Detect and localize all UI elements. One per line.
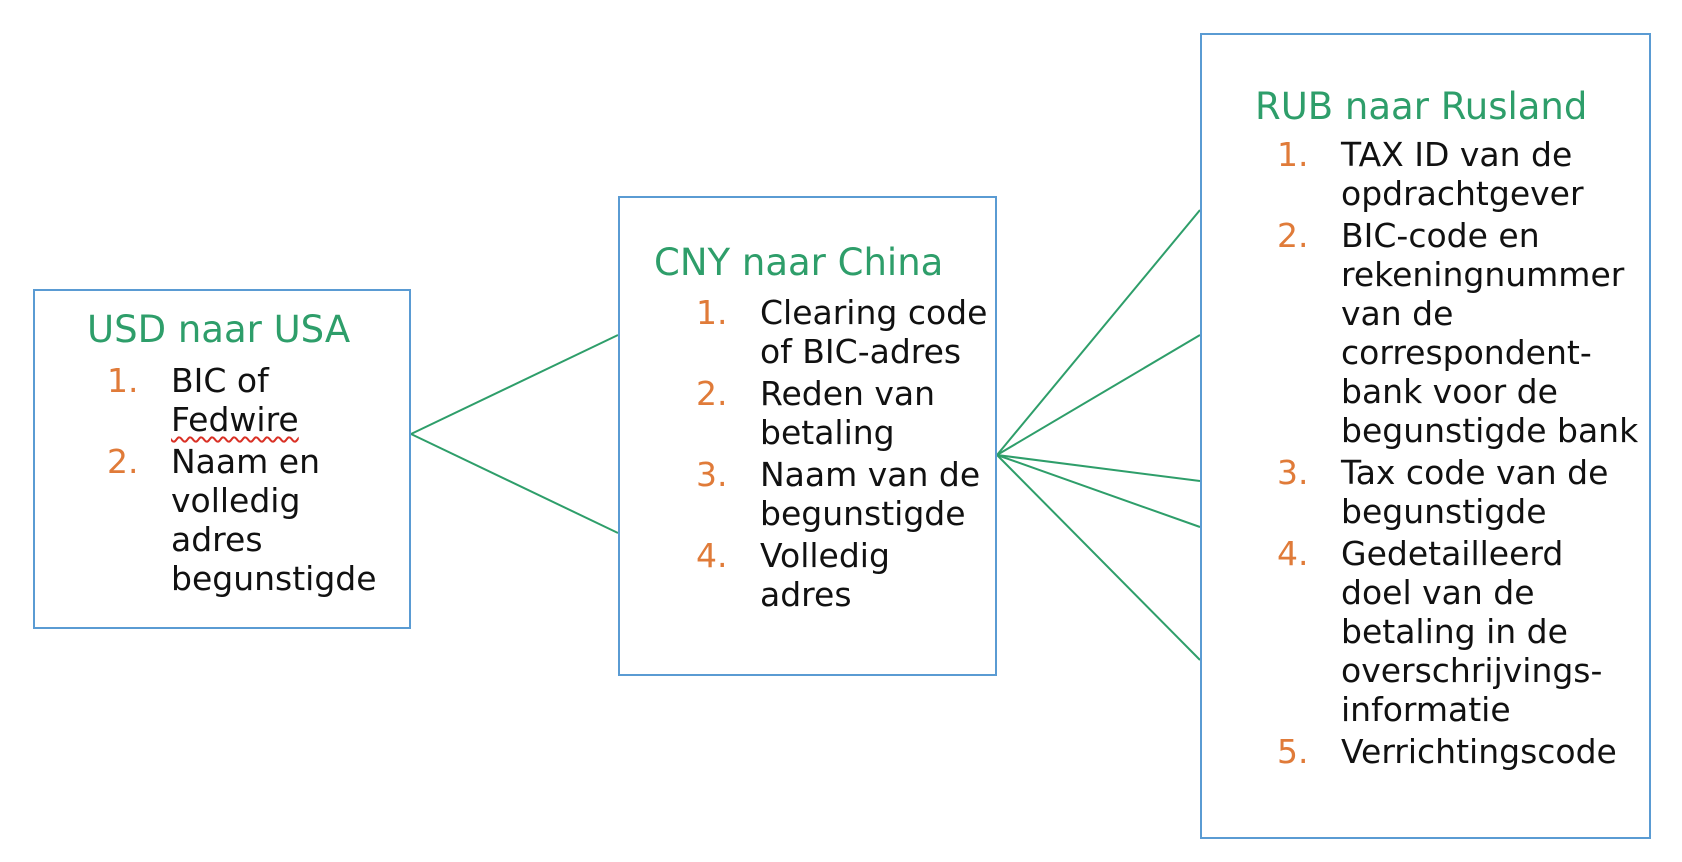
list-item: 2. Reden van betaling bbox=[696, 374, 987, 452]
item-line: Verrichtingscode bbox=[1341, 732, 1617, 771]
item-line: Naam van de bbox=[760, 455, 981, 494]
list-item: 1. Clearing code of BIC-adres bbox=[696, 293, 987, 371]
item-number: 1. bbox=[1277, 135, 1309, 174]
item-line: BIC of bbox=[171, 361, 269, 400]
item-line: Tax code van de bbox=[1341, 453, 1609, 492]
item-line: TAX ID van de bbox=[1341, 135, 1573, 174]
item-line: begunstigde bbox=[1341, 492, 1547, 531]
item-line: begunstigde bbox=[171, 559, 377, 598]
rub-box: RUB naar Rusland 1. TAX ID van de opdrac… bbox=[1200, 33, 1651, 839]
item-line: adres bbox=[171, 520, 263, 559]
item-number: 1. bbox=[696, 293, 728, 332]
item-number: 4. bbox=[696, 536, 728, 575]
list-item: 2. BIC-code en rekeningnummer van de cor… bbox=[1277, 216, 1638, 450]
item-line: Naam en bbox=[171, 442, 320, 481]
item-number: 5. bbox=[1277, 732, 1309, 771]
list-item: 5. Verrichtingscode bbox=[1277, 732, 1638, 771]
item-line: adres bbox=[760, 575, 852, 614]
item-line: correspondent- bbox=[1341, 333, 1592, 372]
item-line: informatie bbox=[1341, 690, 1511, 729]
usd-box-title: USD naar USA bbox=[87, 308, 351, 351]
cny-box: CNY naar China 1. Clearing code of BIC-a… bbox=[618, 196, 997, 676]
item-number: 1. bbox=[107, 361, 139, 400]
item-number: 2. bbox=[1277, 216, 1309, 255]
usd-requirements-list: 1. BIC of Fedwire 2. Naam en volledig ad… bbox=[107, 361, 377, 601]
list-item: 2. Naam en volledig adres begunstigde bbox=[107, 442, 377, 598]
connector-cny-rub-3 bbox=[996, 454, 1201, 482]
connector-cny-rub-4 bbox=[996, 454, 1201, 528]
item-number: 3. bbox=[696, 455, 728, 494]
list-item: 4. Gedetailleerd doel van de betaling in… bbox=[1277, 534, 1638, 729]
connector-cny-rub-2 bbox=[996, 334, 1201, 456]
item-line: betaling in de bbox=[1341, 612, 1568, 651]
item-line: overschrijvings- bbox=[1341, 651, 1603, 690]
list-item: 1. TAX ID van de opdrachtgever bbox=[1277, 135, 1638, 213]
item-line: Clearing code bbox=[760, 293, 988, 332]
item-line: begunstigde bank bbox=[1341, 411, 1639, 450]
cny-requirements-list: 1. Clearing code of BIC-adres 2. Reden v… bbox=[696, 293, 987, 617]
list-item: 3. Naam van de begunstigde bbox=[696, 455, 987, 533]
list-item: 1. BIC of Fedwire bbox=[107, 361, 377, 439]
rub-box-title: RUB naar Rusland bbox=[1255, 85, 1588, 128]
item-line: Gedetailleerd bbox=[1341, 534, 1564, 573]
spellcheck-underlined-word: Fedwire bbox=[171, 400, 299, 439]
rub-requirements-list: 1. TAX ID van de opdrachtgever 2. BIC-co… bbox=[1277, 135, 1638, 774]
item-line: begunstigde bbox=[760, 494, 966, 533]
connector-cny-rub-5 bbox=[996, 454, 1201, 661]
item-line: BIC-code en bbox=[1341, 216, 1540, 255]
item-line: Volledig bbox=[760, 536, 890, 575]
item-number: 4. bbox=[1277, 534, 1309, 573]
item-line: betaling bbox=[760, 413, 895, 452]
list-item: 4. Volledig adres bbox=[696, 536, 987, 614]
cny-box-title: CNY naar China bbox=[654, 241, 944, 284]
item-line: doel van de bbox=[1341, 573, 1535, 612]
item-line: Reden van bbox=[760, 374, 936, 413]
item-line: van de bbox=[1341, 294, 1454, 333]
connector-cny-rub-1 bbox=[996, 209, 1201, 456]
item-line: of BIC-adres bbox=[760, 332, 962, 371]
connector-usd-cny-top bbox=[410, 334, 619, 435]
usd-box: USD naar USA 1. BIC of Fedwire 2. Naam e… bbox=[33, 289, 411, 629]
list-item: 3. Tax code van de begunstigde bbox=[1277, 453, 1638, 531]
item-line: opdrachtgever bbox=[1341, 174, 1584, 213]
item-line: volledig bbox=[171, 481, 301, 520]
item-number: 2. bbox=[696, 374, 728, 413]
item-number: 3. bbox=[1277, 453, 1309, 492]
connector-usd-cny-bottom bbox=[410, 433, 619, 534]
item-number: 2. bbox=[107, 442, 139, 481]
item-line: bank voor de bbox=[1341, 372, 1558, 411]
item-line: rekeningnummer bbox=[1341, 255, 1625, 294]
